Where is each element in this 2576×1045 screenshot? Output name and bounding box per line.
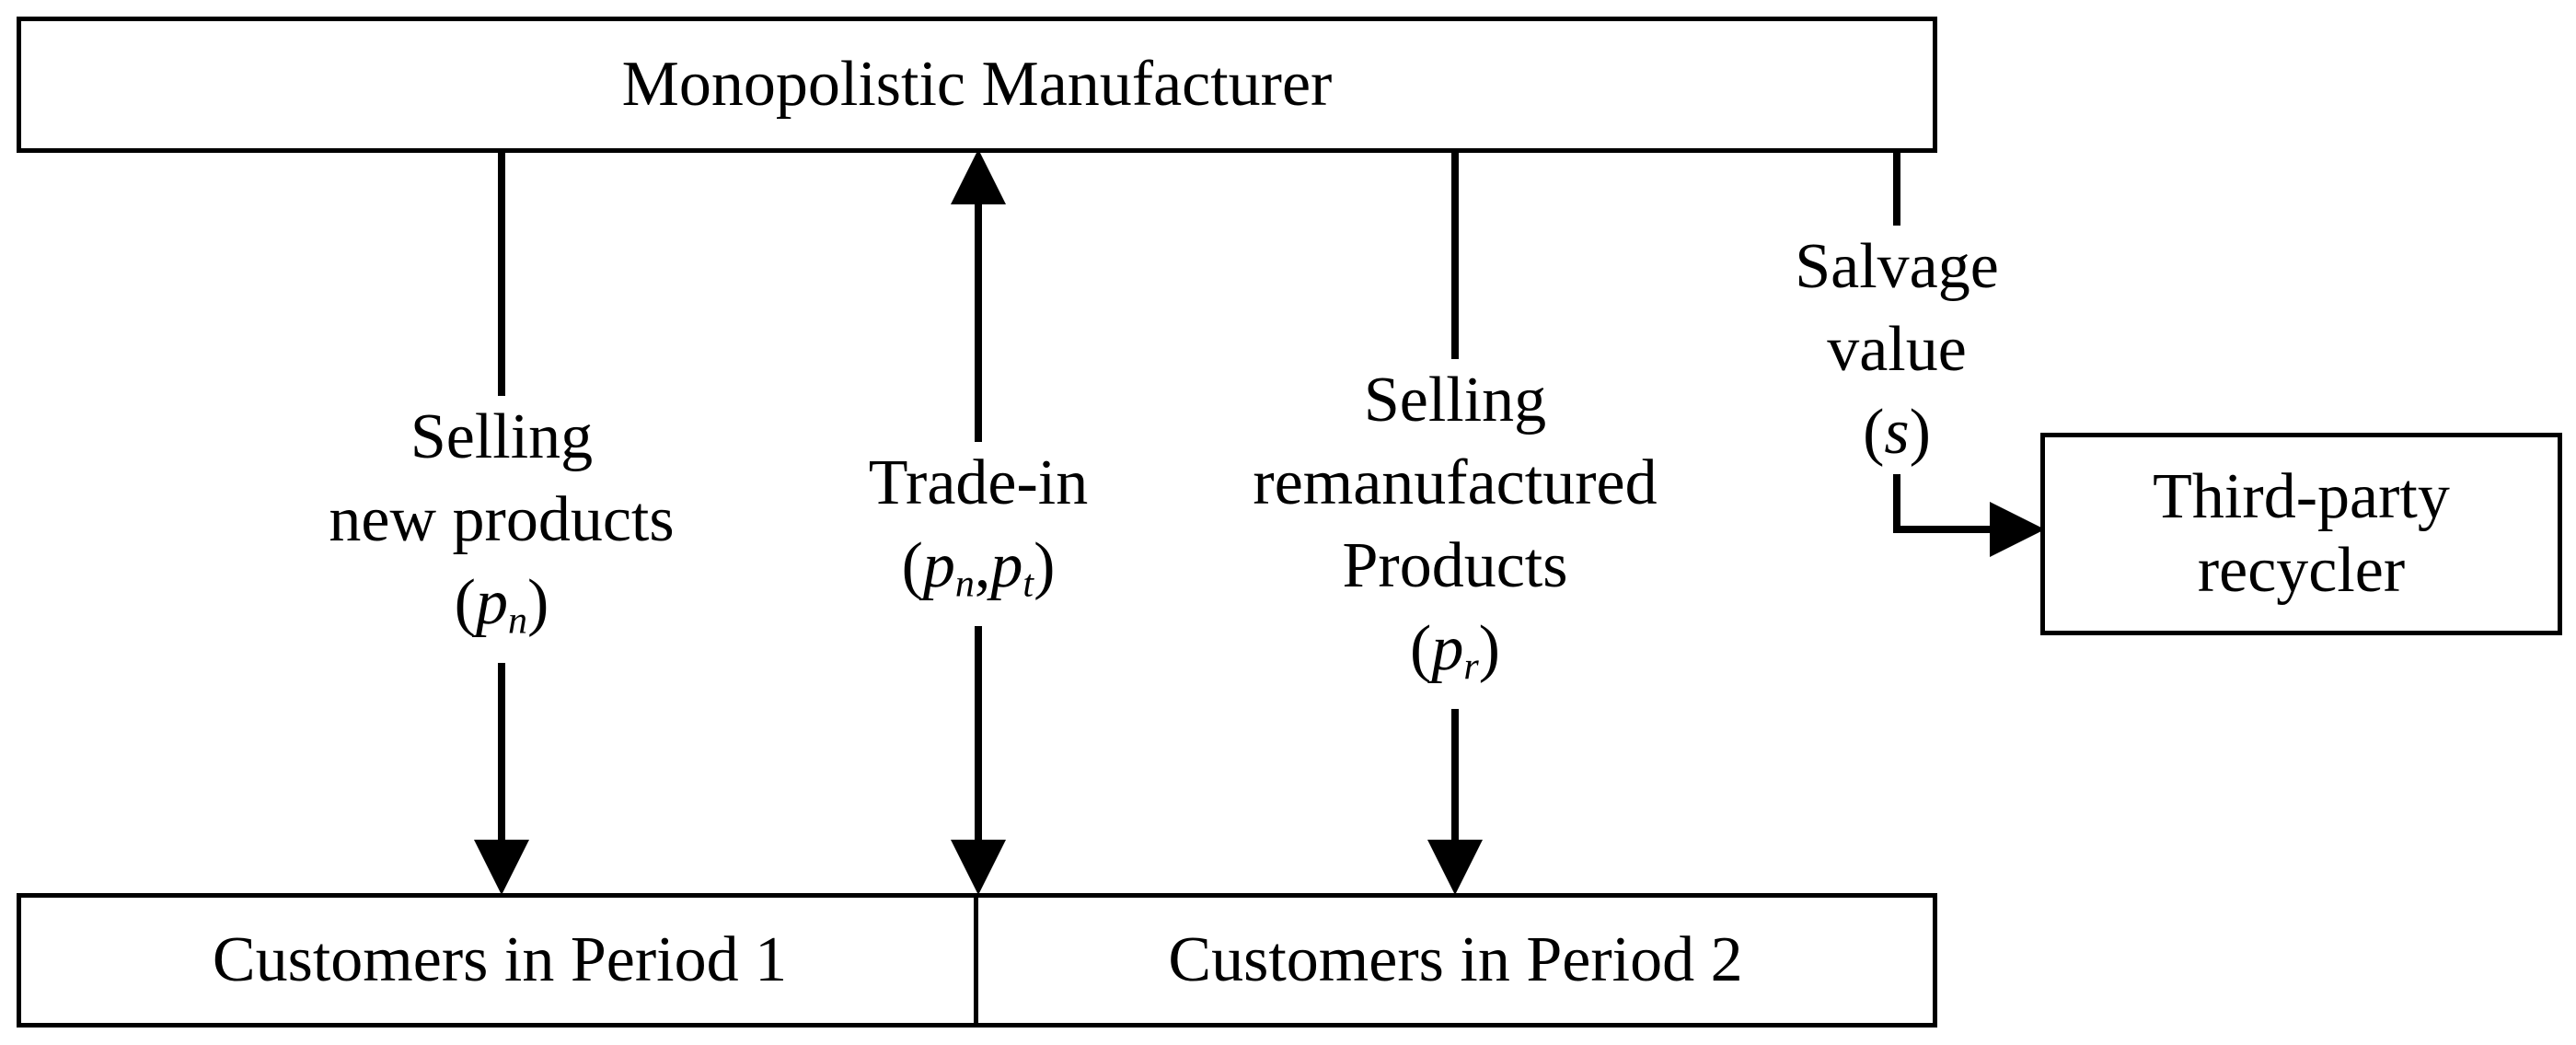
trade-in-label: Trade-in (pn,pt) bbox=[868, 442, 1089, 626]
trade-in-param: (pn,pt) bbox=[901, 530, 1056, 606]
sell-reman-param: (pr) bbox=[1410, 613, 1500, 689]
trade-in-arrowhead-down bbox=[951, 840, 1006, 895]
salvage-label-line1: Salvage bbox=[1795, 231, 1999, 302]
recycler-label-line1: Third-party bbox=[2153, 460, 2450, 532]
customers-period2-label: Customers in Period 2 bbox=[1168, 923, 1743, 995]
sell-reman-label: Selling remanufactured Products (pr) bbox=[1253, 359, 1658, 709]
sell-reman-label-line1: Selling bbox=[1363, 365, 1547, 435]
trade-in-label-line1: Trade-in bbox=[868, 447, 1089, 518]
sell-new-param: (pn) bbox=[454, 567, 549, 643]
manufacturer-box: Monopolistic Manufacturer bbox=[17, 17, 1937, 153]
customers-period1-label: Customers in Period 1 bbox=[212, 923, 788, 995]
sell-reman-arrowhead bbox=[1427, 840, 1483, 895]
sell-new-label-line1: Selling bbox=[410, 401, 594, 472]
manufacturer-label: Monopolistic Manufacturer bbox=[621, 48, 1333, 120]
salvage-label-line2: value bbox=[1827, 314, 1967, 385]
customers-period2-box: Customers in Period 2 bbox=[974, 893, 1937, 1028]
sell-new-label: Selling new products (pn) bbox=[329, 396, 675, 663]
sell-new-arrowhead bbox=[474, 840, 529, 895]
salvage-param: (s) bbox=[1863, 397, 1931, 468]
recycler-box: Third-party recycler bbox=[2040, 433, 2562, 635]
recycler-label-line2: recycler bbox=[2197, 535, 2406, 606]
sell-new-label-line2: new products bbox=[329, 484, 675, 555]
sell-reman-label-line3: Products bbox=[1342, 530, 1568, 601]
customers-period1-box: Customers in Period 1 bbox=[17, 893, 983, 1028]
sell-reman-label-line2: remanufactured bbox=[1253, 447, 1658, 518]
salvage-arrowhead bbox=[1990, 502, 2045, 557]
trade-in-arrowhead-up bbox=[951, 149, 1006, 204]
salvage-label: Salvage value (s) bbox=[1795, 226, 1999, 474]
